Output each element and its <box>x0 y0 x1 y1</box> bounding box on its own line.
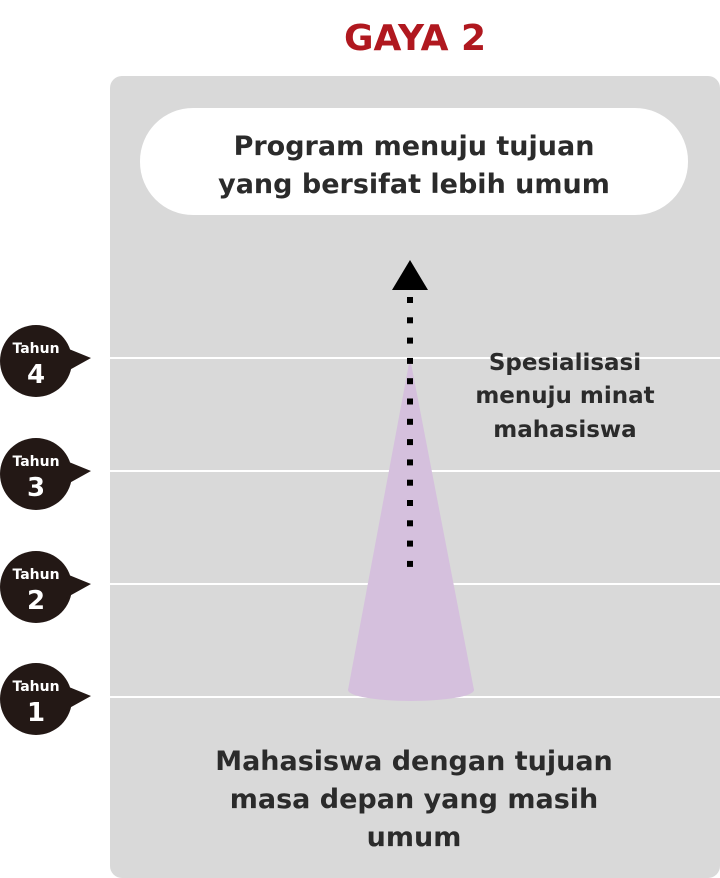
year-badge-4: Tahun 4 <box>0 325 91 397</box>
specialization-line3: mahasiswa <box>493 417 636 443</box>
arrow-dot <box>407 439 413 446</box>
year-badge-number: 1 <box>27 698 45 728</box>
start-line3: umum <box>367 822 462 853</box>
start-line1: Mahasiswa dengan tujuan <box>215 746 613 777</box>
arrow-dot <box>407 500 413 506</box>
year-badge-2: Tahun 2 <box>0 551 91 623</box>
goal-box <box>140 108 688 215</box>
arrow-dot <box>407 378 413 385</box>
arrow-head-icon <box>392 260 428 290</box>
arrow-dot <box>407 479 413 486</box>
arrow-dot <box>407 520 413 527</box>
year-badge-1: Tahun 1 <box>0 663 91 735</box>
arrow-dot <box>407 357 413 364</box>
arrow-dot <box>407 459 413 466</box>
start-line2: masa depan yang masih <box>230 784 599 815</box>
arrow-dot <box>407 317 413 324</box>
specialization-line1: Spesialisasi <box>489 350 641 376</box>
year-badge-label: Tahun <box>12 341 59 357</box>
dotted-arrow <box>392 260 428 567</box>
arrow-dot <box>407 337 413 344</box>
arrow-dot <box>407 540 413 547</box>
arrow-dot <box>407 560 413 567</box>
goal-text-line2: yang bersifat lebih umum <box>218 169 610 200</box>
arrow-dot <box>407 398 413 405</box>
year-badge-number: 2 <box>27 586 45 616</box>
year-badge-label: Tahun <box>12 679 59 695</box>
year-badge-number: 3 <box>27 473 45 503</box>
arrow-dot <box>407 297 413 303</box>
year-badge-3: Tahun 3 <box>0 438 91 510</box>
year-badge-number: 4 <box>27 360 45 390</box>
diagram-title: GAYA 2 <box>344 18 486 59</box>
specialization-line2: menuju minat <box>475 383 654 409</box>
year-badge-label: Tahun <box>12 567 59 583</box>
year-badge-label: Tahun <box>12 454 59 470</box>
goal-text-line1: Program menuju tujuan <box>234 131 595 162</box>
arrow-dot <box>407 418 413 425</box>
